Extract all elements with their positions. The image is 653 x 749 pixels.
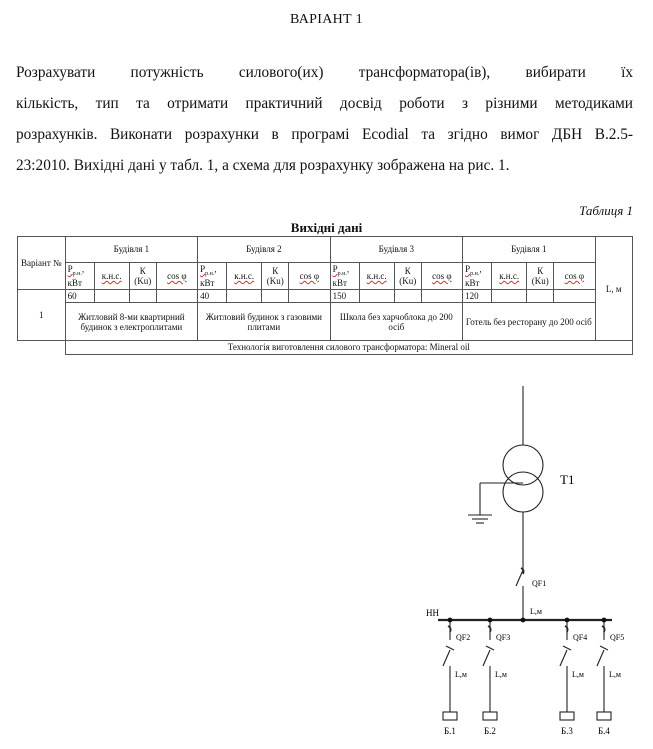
qf1-symbol	[520, 567, 525, 575]
cos-header: cos φ	[155, 261, 199, 291]
transformer-technology: Технологія виготовлення силового трансфо…	[64, 340, 634, 355]
load-label: Б.4	[598, 726, 610, 736]
knc-header: к.н.с.	[93, 261, 130, 291]
qf4-label: QF4	[573, 633, 587, 642]
qf2-symbol	[447, 625, 452, 633]
power-value: 120	[462, 289, 493, 304]
building-header: Будівля 1	[462, 236, 596, 263]
qf1-label: QF1	[532, 579, 546, 588]
qf3-symbol	[487, 625, 492, 633]
task-line-3: розрахунків. Виконати розрахунки в прогр…	[16, 126, 633, 143]
length-header: L, м	[594, 235, 634, 342]
cos-header: cos φ	[420, 261, 464, 291]
variant-number: 1	[17, 289, 66, 342]
feeder-length-label: L,м	[572, 670, 584, 679]
task-line-1: Розрахувати потужність силового(их) тран…	[16, 64, 633, 81]
transformer-winding-secondary	[502, 471, 544, 513]
main-length-label: L,м	[530, 607, 542, 616]
building-description: Житловий 8-ми квартирний будинок з елект…	[64, 302, 199, 342]
building-header: Будівля 1	[64, 236, 199, 263]
qf4-symbol	[564, 625, 569, 633]
task-line-2: кількість, тип та отримати практичний до…	[16, 95, 633, 112]
bus-label: НН	[426, 608, 439, 618]
power-value: 40	[197, 289, 228, 304]
feeder-length-label: L,м	[495, 670, 507, 679]
feeder-length-label: L,м	[455, 670, 467, 679]
load-label: Б.2	[484, 726, 496, 736]
knc-header: к.н.с.	[358, 261, 395, 291]
table-caption: Таблиця 1	[579, 203, 633, 218]
load-label: Б.1	[444, 726, 456, 736]
qf3-label: QF3	[496, 633, 510, 642]
p-header: Рр.н.,кВт	[329, 261, 360, 291]
feeder-length-label: L,м	[609, 670, 621, 679]
p-header: Рр.н.,кВт	[64, 261, 95, 291]
building-description: Готель без ресторану до 200 осіб	[462, 302, 596, 342]
input-data-table: Варіант № Будівля 1 Будівля 2 Будівля 3 …	[17, 235, 634, 355]
feeder-3	[559, 620, 575, 721]
k-header: К(Ku)	[261, 261, 290, 291]
table-title: Вихідні дані	[290, 220, 363, 235]
qf5-symbol	[601, 625, 606, 633]
variant-title: ВАРІАНТ 1	[290, 12, 363, 27]
load-label: Б.3	[561, 726, 573, 736]
transformer-label: T1	[560, 472, 574, 487]
cos-header: cos φ	[288, 261, 331, 291]
building-description: Житловий будинок з газовими плитами	[197, 302, 331, 342]
transformer-winding-primary	[502, 444, 544, 486]
knc-header: к.н.с.	[491, 261, 528, 291]
qf1-contact	[515, 569, 524, 587]
qf5-label: QF5	[610, 633, 624, 642]
task-line-4: 23:2010. Вихідні дані у табл. 1, а схема…	[16, 157, 510, 174]
qf2-label: QF2	[456, 633, 470, 642]
